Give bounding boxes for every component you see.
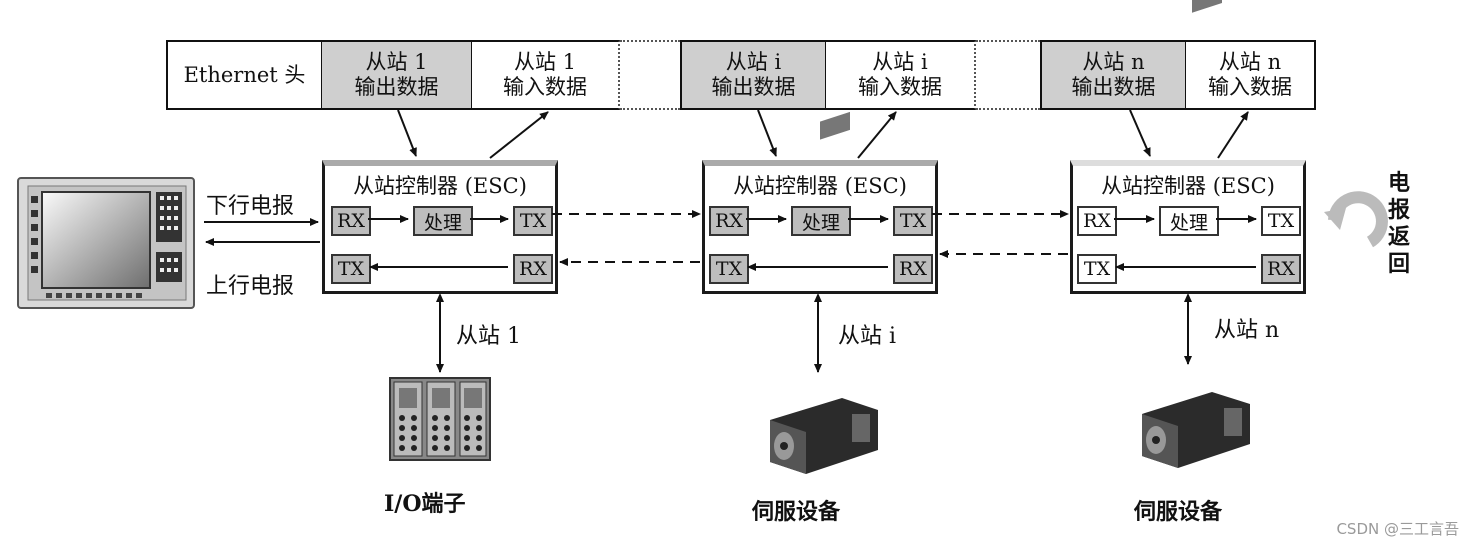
esc-title: 从站控制器 (ESC) — [353, 174, 527, 198]
arrow-out-1 — [397, 109, 417, 157]
frame-gap-1 — [620, 40, 680, 110]
slave-i-label: 从站 i — [838, 324, 897, 349]
return-arrow-icon — [1324, 191, 1388, 248]
esc-slave-1: 从站控制器 (ESC) RX 处理 TX TX RX — [322, 160, 558, 294]
frame-gap-2 — [976, 40, 1040, 110]
servo-motor-icon — [770, 111, 878, 474]
servo-n-label: 伺服设备 — [1134, 499, 1223, 525]
master-terminal-icon — [17, 177, 195, 309]
frame-header: Ethernet 头 — [166, 40, 322, 110]
servo-motor-icon — [1142, 0, 1250, 468]
esc-rx-uplink: RX — [893, 254, 933, 284]
frame-slaven-input: 从站 n 输入数据 — [1186, 40, 1316, 110]
esc-slave-n: 从站控制器 (ESC) RX 处理 TX TX RX — [1070, 160, 1306, 294]
uplink-label: 上行电报 — [206, 274, 295, 299]
io-terminal-label: I/O端子 — [384, 491, 466, 517]
esc-title: 从站控制器 (ESC) — [733, 174, 907, 198]
io-terminal-icon — [389, 377, 491, 461]
esc-rx-uplink: RX — [1261, 254, 1301, 284]
downlink-label: 下行电报 — [206, 194, 295, 219]
esc-tx-downlink: TX — [513, 206, 553, 236]
arrow-out-i — [757, 109, 777, 157]
esc-process: 处理 — [1159, 206, 1219, 236]
frame-slave1-input: 从站 1 输入数据 — [472, 40, 620, 110]
arrow-in-n — [1217, 111, 1249, 159]
esc-process: 处理 — [413, 206, 473, 236]
frame-slavei-output: 从站 i 输出数据 — [680, 40, 826, 110]
servo-i-label: 伺服设备 — [752, 499, 841, 525]
esc-rx-uplink: RX — [513, 254, 553, 284]
esc-title: 从站控制器 (ESC) — [1101, 174, 1275, 198]
esc-process: 处理 — [791, 206, 851, 236]
frame-slaven-output: 从站 n 输出数据 — [1040, 40, 1186, 110]
esc-rx-downlink: RX — [709, 206, 749, 236]
arrow-in-1 — [489, 111, 549, 159]
frame-slavei-input: 从站 i 输入数据 — [826, 40, 976, 110]
telegram-return-label: 电 报 返 回 — [1387, 170, 1410, 277]
esc-rx-downlink: RX — [1077, 206, 1117, 236]
frame-slave1-output: 从站 1 输出数据 — [322, 40, 472, 110]
arrow-out-n — [1129, 109, 1151, 157]
slave-n-label: 从站 n — [1214, 318, 1280, 343]
esc-slave-i: 从站控制器 (ESC) RX 处理 TX TX RX — [702, 160, 938, 294]
esc-tx-downlink: TX — [1261, 206, 1301, 236]
watermark: CSDN @三工言吾 — [1336, 520, 1459, 538]
esc-tx-downlink: TX — [893, 206, 933, 236]
arrow-in-i — [857, 111, 897, 159]
slave-1-label: 从站 1 — [456, 324, 521, 349]
esc-rx-downlink: RX — [331, 206, 371, 236]
esc-tx-uplink: TX — [331, 254, 371, 284]
